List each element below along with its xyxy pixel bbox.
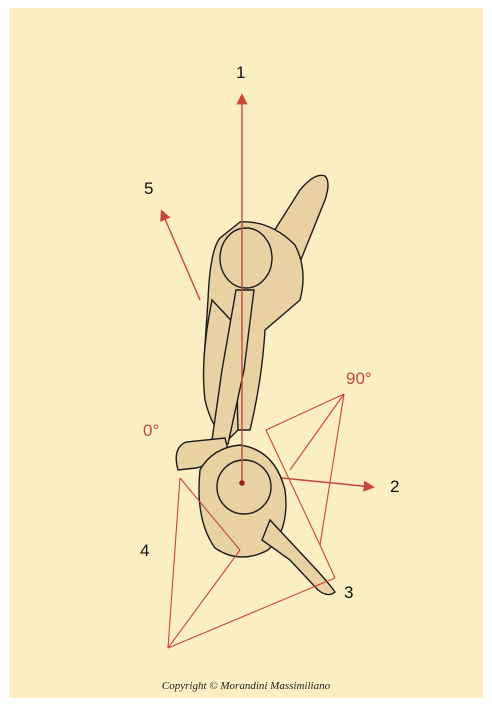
upper-figure	[204, 175, 328, 444]
copyright-text: Copyright © Morandini Massimiliano	[0, 680, 492, 692]
arrow-5	[162, 212, 200, 300]
label-angle-90: 90°	[346, 370, 372, 387]
label-direction-2: 2	[390, 478, 399, 495]
label-direction-4: 4	[140, 542, 149, 559]
arrow-2	[282, 478, 372, 487]
label-direction-5: 5	[144, 180, 153, 197]
center-point	[239, 480, 245, 486]
label-direction-1: 1	[236, 64, 245, 81]
label-direction-3: 3	[344, 584, 353, 601]
label-angle-0: 0°	[143, 422, 159, 439]
lower-figure	[176, 438, 335, 595]
